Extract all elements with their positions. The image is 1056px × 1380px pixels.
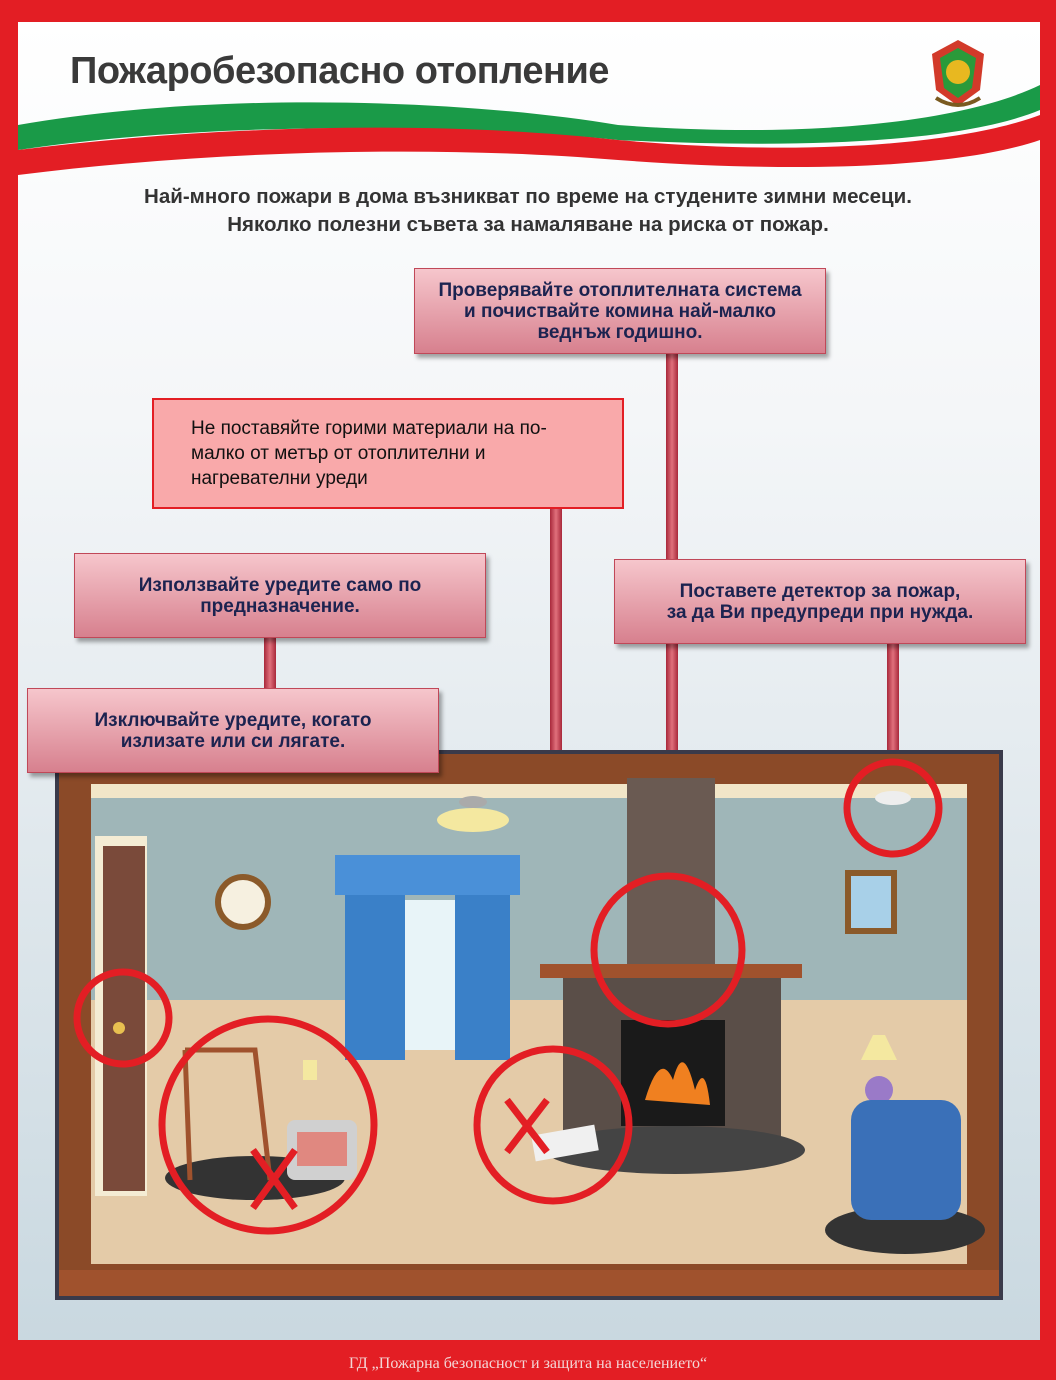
tip-detector-callout: Поставете детектор за пожар, за да Ви пр… — [614, 559, 1026, 644]
coat-of-arms-logo — [932, 40, 984, 107]
page-title: Пожаробезопасно отопление — [70, 50, 609, 92]
tip-chimney-callout: Проверявайте отоплителната система и поч… — [414, 268, 826, 354]
connector-line — [264, 638, 276, 688]
tip-detector-text: Поставете детектор за пожар, за да Ви пр… — [666, 580, 974, 623]
tip-switch-off-text: Изключвайте уредите, когато излизате или… — [94, 709, 372, 752]
tricolor-wave — [18, 85, 1040, 175]
tip-purpose-text: Използвайте уредите само по предназначен… — [138, 574, 422, 617]
tip-distance-text: Не поставяйте горими материали на по- ма… — [152, 398, 624, 509]
footer-organization: ГД „Пожарна безопасност и защита на насе… — [348, 1355, 708, 1372]
intro-line-1: Най-много пожари в дома възникват по вре… — [144, 185, 912, 208]
tip-switch-off-callout: Изключвайте уредите, когато излизате или… — [27, 688, 439, 773]
room-illustration — [55, 750, 1003, 1300]
connector-line — [887, 644, 899, 762]
tip-chimney-text: Проверявайте отоплителната система и поч… — [438, 279, 802, 343]
tip-purpose-callout: Използвайте уредите само по предназначен… — [74, 553, 486, 638]
intro-line-2: Няколко полезни съвета за намаляване на … — [227, 213, 829, 236]
